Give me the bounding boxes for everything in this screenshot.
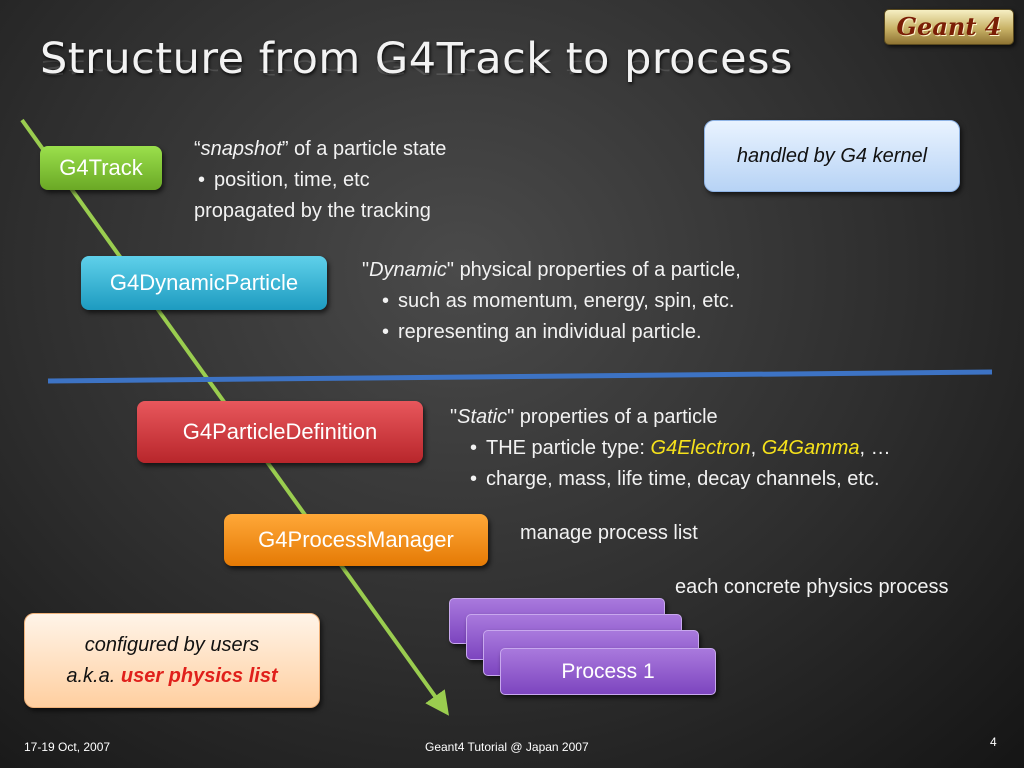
g4processmanager-box: G4ProcessManager	[224, 514, 488, 566]
kernel-note: handled by G4 kernel	[704, 120, 960, 192]
footer-event: Geant4 Tutorial @ Japan 2007	[425, 740, 589, 754]
particle-definition-description: "Static" properties of a particle THE pa…	[450, 402, 980, 495]
footer-date: 17-19 Oct, 2007	[24, 740, 111, 754]
page-number: 4	[990, 735, 997, 749]
user-physics-list-highlight: user physics list	[120, 665, 278, 687]
g4particledefinition-box: G4ParticleDefinition	[137, 401, 423, 463]
dynamic-particle-description: "Dynamic" physical properties of a parti…	[362, 255, 842, 348]
process-manager-description: manage process list	[520, 522, 698, 544]
geant4-logo: Geant 4	[884, 9, 1014, 45]
g4dynamicparticle-box: G4DynamicParticle	[81, 256, 327, 310]
process-description: each concrete physics process	[675, 576, 949, 598]
g4track-description: “snapshot” of a particle state position,…	[194, 134, 524, 227]
user-physics-list-note: configured by users a.k.a. user physics …	[24, 613, 320, 708]
g4track-box: G4Track	[40, 146, 162, 190]
process-1-box: Process 1	[500, 648, 716, 695]
kernel-user-divider	[47, 369, 993, 384]
slide-title: Structure from G4Track to process	[40, 34, 793, 84]
